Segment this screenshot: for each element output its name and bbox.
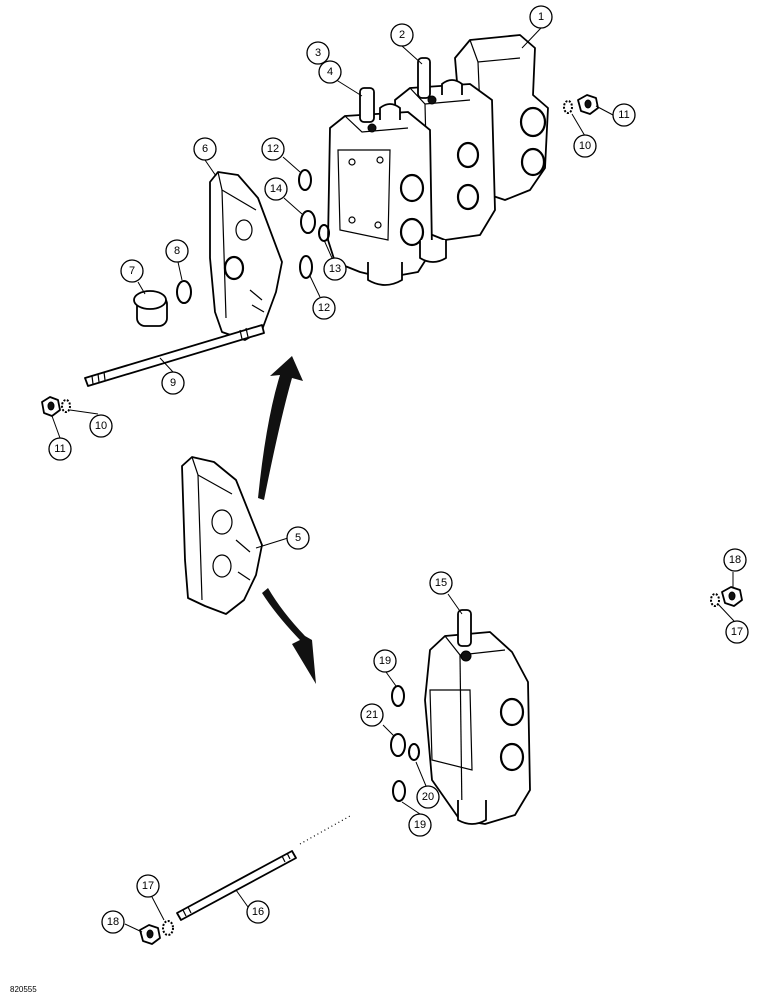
o-ring (300, 210, 316, 234)
svg-text:4: 4 (327, 66, 333, 78)
svg-text:6: 6 (202, 143, 208, 155)
o-ring (390, 733, 406, 757)
callout-19-bottom: 19 (408, 813, 432, 837)
callout-17-bottom: 17 (136, 874, 160, 898)
svg-text:1: 1 (538, 11, 544, 23)
tie-bolt (84, 324, 265, 387)
callout-2: 2 (390, 23, 414, 47)
svg-text:8: 8 (174, 245, 180, 257)
callout-6: 6 (193, 137, 217, 161)
svg-text:2: 2 (399, 29, 405, 41)
callout-11-left: 11 (48, 437, 72, 461)
callout-10-right: 10 (573, 134, 597, 158)
callout-12-top: 12 (261, 137, 285, 161)
nut (139, 924, 161, 945)
callouts: 1 2 3 4 5 6 7 8 9 10 10 11 11 12 12 13 1… (48, 5, 749, 934)
svg-text:19: 19 (414, 819, 426, 831)
washer (710, 593, 720, 607)
svg-text:18: 18 (729, 554, 741, 566)
svg-text:7: 7 (129, 265, 135, 277)
callout-21: 21 (360, 703, 384, 727)
callout-8: 8 (165, 239, 189, 263)
svg-text:10: 10 (579, 140, 591, 152)
callout-18-right: 18 (723, 548, 747, 572)
svg-text:16: 16 (252, 906, 264, 918)
alternate-outlet-cover (181, 456, 263, 615)
svg-text:17: 17 (142, 880, 154, 892)
o-ring (176, 280, 192, 304)
svg-text:9: 9 (170, 377, 176, 389)
svg-text:21: 21 (366, 709, 378, 721)
callout-13: 13 (323, 257, 347, 281)
o-ring (391, 685, 405, 707)
svg-text:12: 12 (267, 143, 279, 155)
plug (133, 290, 168, 327)
callout-1: 1 (529, 5, 553, 29)
callout-5: 5 (286, 526, 310, 550)
outlet-end-cover (209, 171, 283, 341)
figure-id: 820555 (10, 985, 37, 994)
leader-lines (51, 27, 735, 933)
callout-3: 3 (306, 41, 330, 65)
callout-17-right: 17 (725, 620, 749, 644)
svg-text:11: 11 (54, 443, 65, 455)
callout-11-right: 11 (612, 103, 636, 127)
valve-stack-assembly (327, 34, 549, 286)
svg-text:11: 11 (618, 109, 629, 121)
nut (577, 94, 599, 115)
svg-text:18: 18 (107, 916, 119, 928)
callout-7: 7 (120, 259, 144, 283)
single-section-valve (424, 609, 531, 825)
svg-text:14: 14 (270, 183, 282, 195)
callout-9: 9 (161, 371, 185, 395)
callout-18-bottom: 18 (101, 910, 125, 934)
washer (61, 399, 71, 413)
o-ring (392, 780, 406, 802)
tie-bolt (176, 815, 351, 921)
callout-16: 16 (246, 900, 270, 924)
o-ring (299, 255, 313, 279)
svg-text:3: 3 (315, 47, 321, 59)
svg-text:15: 15 (435, 577, 447, 589)
svg-text:13: 13 (329, 263, 341, 275)
nut (41, 396, 61, 417)
washer (162, 920, 174, 936)
svg-text:12: 12 (318, 302, 330, 314)
washer (563, 100, 573, 114)
callout-15: 15 (429, 571, 453, 595)
callout-12-bottom: 12 (312, 296, 336, 320)
callout-14: 14 (264, 177, 288, 201)
callout-19-top: 19 (373, 649, 397, 673)
o-ring (298, 169, 312, 191)
arrow-up-icon (258, 356, 303, 500)
o-ring (408, 743, 420, 761)
svg-text:5: 5 (295, 532, 301, 544)
svg-text:17: 17 (731, 626, 743, 638)
callout-4: 4 (318, 60, 342, 84)
callout-10-left: 10 (89, 414, 113, 438)
svg-text:20: 20 (422, 791, 434, 803)
callout-20: 20 (416, 785, 440, 809)
arrow-down-icon (262, 588, 316, 684)
svg-text:19: 19 (379, 655, 391, 667)
svg-text:10: 10 (95, 420, 107, 432)
nut (721, 586, 743, 607)
